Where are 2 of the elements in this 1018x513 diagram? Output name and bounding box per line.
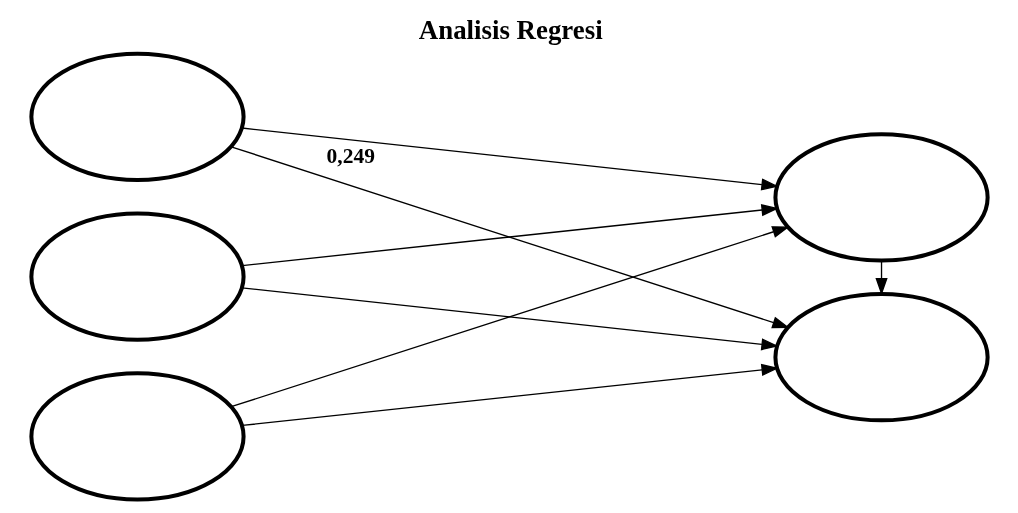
edge-label: 0,249 xyxy=(326,144,375,169)
diagram-title: Analisis Regresi xyxy=(418,14,603,45)
